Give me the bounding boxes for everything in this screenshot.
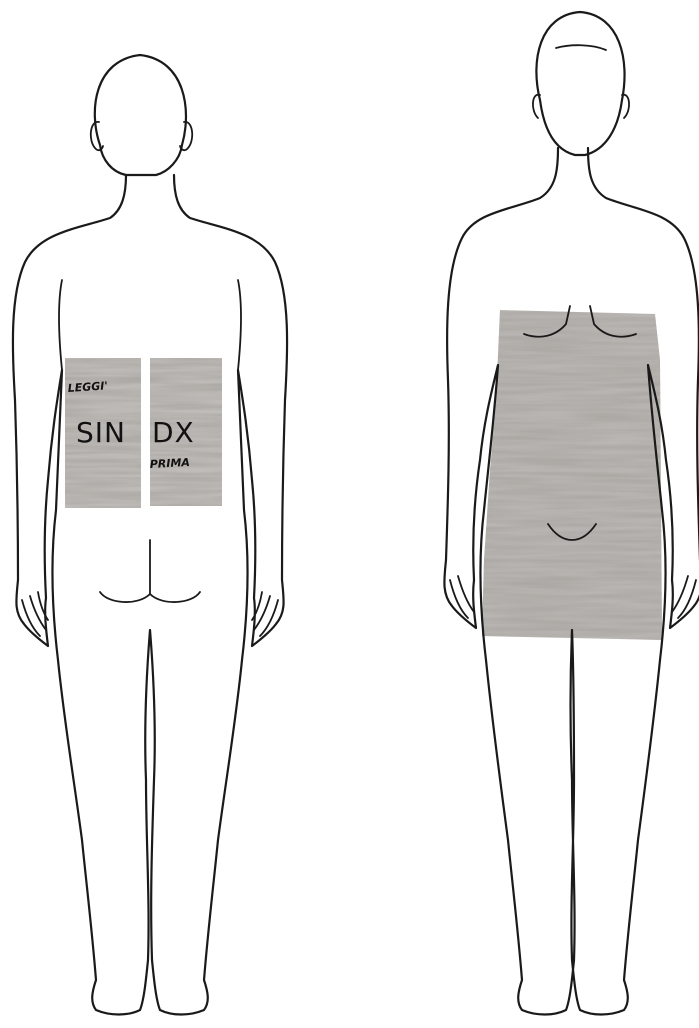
front-view-figure (444, 12, 699, 1015)
back-label-bottom-right: PRIMA (149, 456, 190, 471)
front-shaded-region (482, 310, 662, 640)
back-left-hand-fingers (22, 592, 48, 636)
front-right-hand-fingers (672, 576, 696, 618)
back-right-inner-arm (238, 280, 241, 370)
front-left-hand-fingers (450, 576, 474, 618)
back-label-left-side: SIN (76, 416, 126, 449)
back-head-outline (95, 55, 186, 175)
back-label-right-side: DX (152, 416, 195, 449)
front-head-outline (536, 12, 624, 155)
back-left-inner-arm (59, 280, 62, 370)
back-view-figure: LEGGI' SIN DX PRIMA (13, 55, 287, 1015)
front-hairline (556, 45, 606, 50)
back-right-hand-fingers (252, 592, 278, 636)
